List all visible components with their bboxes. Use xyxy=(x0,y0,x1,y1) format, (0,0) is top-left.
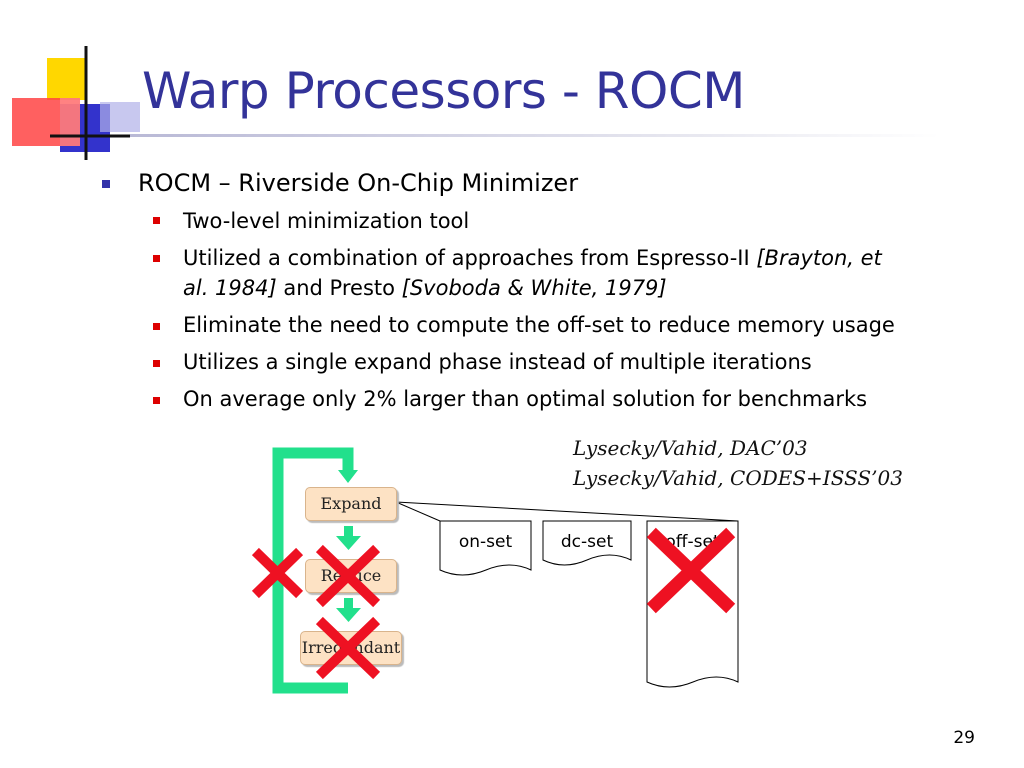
sub-bullet-marker-icon xyxy=(153,397,160,404)
sub-bullet-2-line-2: al. 1984] and Presto [Svoboda & White, 1… xyxy=(183,274,667,303)
feedback-loop-arrow xyxy=(272,447,354,694)
sub-bullet-marker-icon xyxy=(153,323,160,330)
citation-brayton: [Brayton, et xyxy=(756,246,882,270)
sub-bullet-2-text: Utilized a combination of approaches fro… xyxy=(183,246,757,270)
page-title: Warp Processors - ROCM xyxy=(142,62,745,120)
title-divider xyxy=(130,134,940,137)
sub-bullet-3: Eliminate the need to compute the off-se… xyxy=(183,313,895,337)
citation-svoboda: [Svoboda & White, 1979] xyxy=(401,276,667,300)
connector-line-left xyxy=(395,501,441,522)
arrow-reduce-irredundant xyxy=(344,598,353,610)
arrow-reduce-irredundant-head-icon xyxy=(336,608,361,622)
sub-bullet-marker-icon xyxy=(153,255,160,262)
sub-bullet-2-line-1: Utilized a combination of approaches fro… xyxy=(183,244,882,273)
cross-off-set-icon xyxy=(646,527,736,614)
sub-bullet-marker-icon xyxy=(153,360,160,367)
citation-codes: Lysecky/Vahid, CODES+ISSS’03 xyxy=(573,466,903,490)
connector-line-right xyxy=(395,501,739,522)
citation-brayton-year: al. 1984] xyxy=(183,276,277,300)
cross-reduce-icon xyxy=(315,544,381,608)
step-expand: Expand xyxy=(305,487,397,521)
sub-bullet-2-connector: and Presto xyxy=(276,276,402,300)
page-number: 29 xyxy=(953,728,975,748)
loop-arrowhead-icon xyxy=(338,470,358,483)
citation-dac: Lysecky/Vahid, DAC’03 xyxy=(573,436,808,460)
arrow-expand-reduce-head-icon xyxy=(336,536,361,550)
on-set-label: on-set xyxy=(458,532,513,552)
sub-bullet-5: On average only 2% larger than optimal s… xyxy=(183,387,868,411)
arrow-expand-reduce xyxy=(344,526,353,538)
corner-logo-decoration xyxy=(12,46,140,160)
sub-bullet-1: Two-level minimization tool xyxy=(183,209,470,233)
bullet-main: ROCM – Riverside On-Chip Minimizer xyxy=(138,169,579,197)
off-set-doc xyxy=(646,520,739,688)
sub-bullet-marker-icon xyxy=(153,217,160,224)
on-set-doc xyxy=(439,520,532,576)
dc-set-label: dc-set xyxy=(560,532,614,552)
off-set-label: off-set xyxy=(665,532,720,552)
dc-set-doc xyxy=(542,520,632,566)
cross-loop-icon xyxy=(251,547,304,599)
sub-bullet-4: Utilizes a single expand phase instead o… xyxy=(183,350,812,374)
cross-irredundant-icon xyxy=(315,616,381,680)
bullet-marker-icon xyxy=(102,180,110,188)
